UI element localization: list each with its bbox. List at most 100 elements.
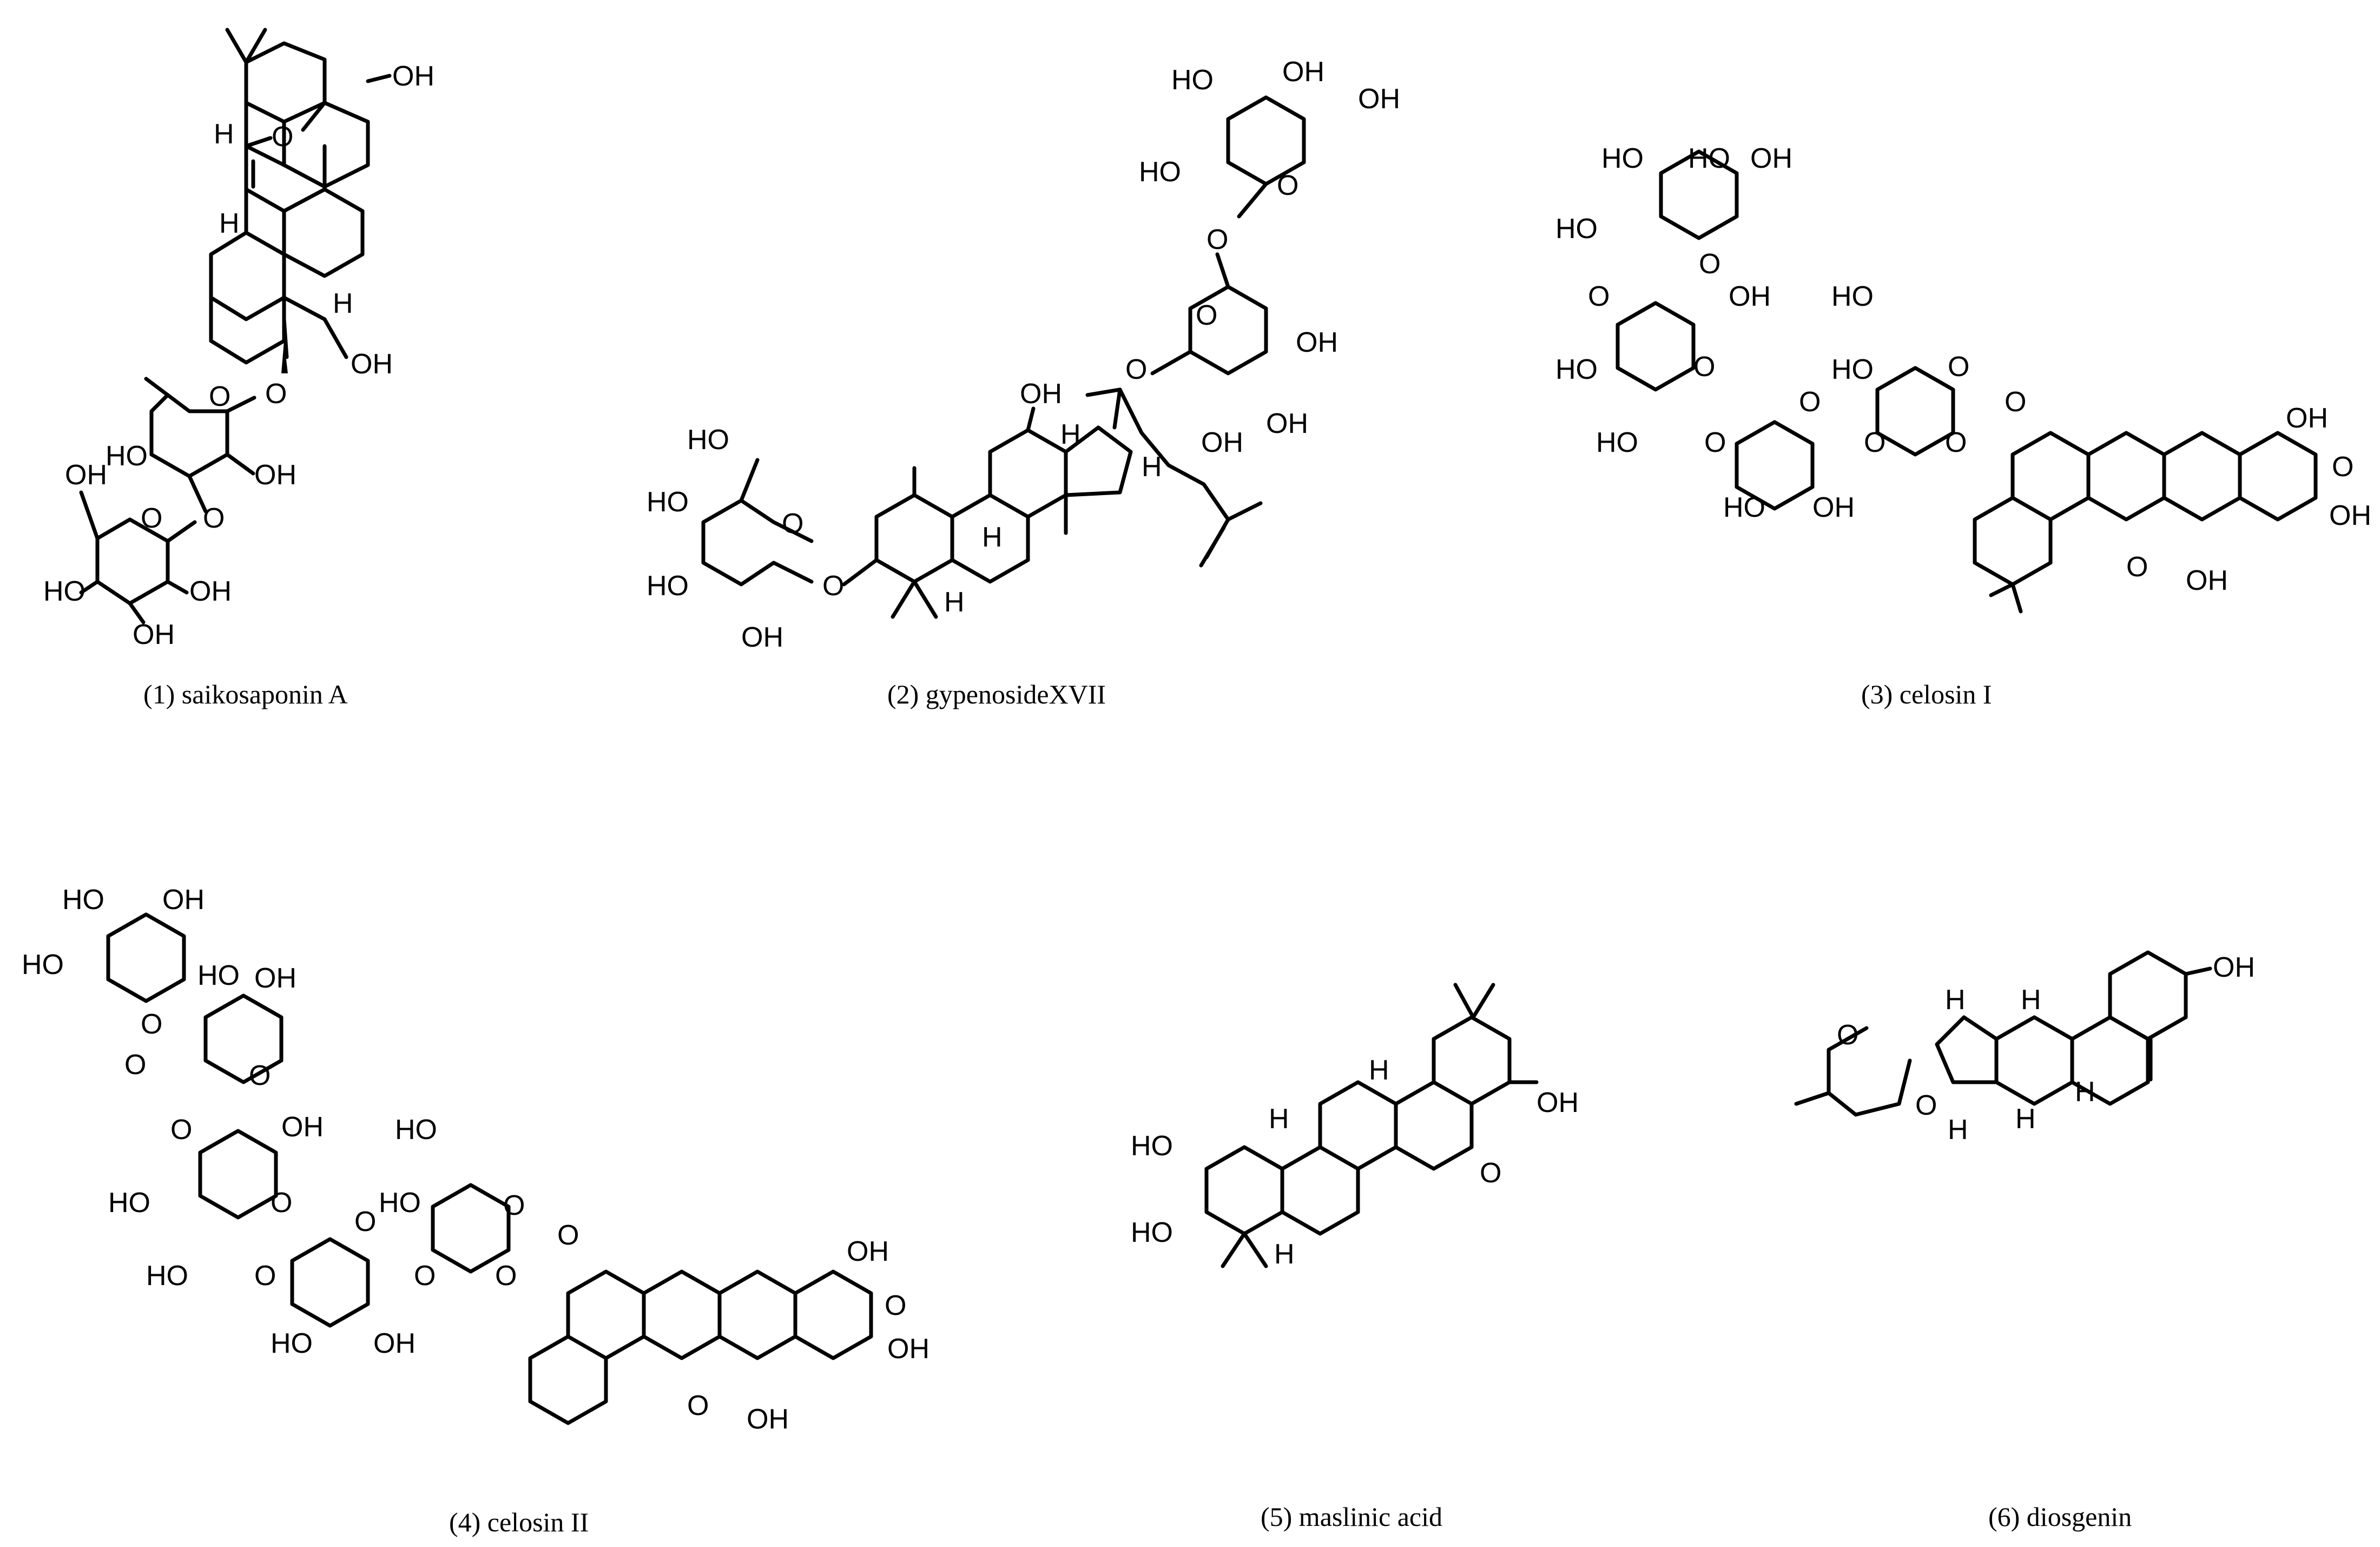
ester-oxygen-label: O [495, 1260, 517, 1292]
glycosidic-oxygen-label: O [1704, 427, 1726, 458]
hydrogen-label: H [1142, 451, 1162, 483]
ring-oxygen-label: O [1799, 386, 1821, 418]
hydroxyl-label: HO [1555, 213, 1598, 245]
hydroxyl-label: OH [1812, 492, 1855, 523]
ring-oxygen-label: O [271, 1187, 292, 1219]
hydroxyl-label: OH [2329, 500, 2371, 531]
hydroxyl-label: HO [1139, 156, 1181, 188]
glycosidic-oxygen-label: O [254, 1260, 276, 1292]
hydroxyl-label: HO [1723, 492, 1765, 523]
hydrogen-label: H [1060, 419, 1081, 450]
hydroxyl-label: HO [1131, 1130, 1173, 1162]
carbonyl-oxygen-label: O [557, 1220, 579, 1251]
ring-oxygen-label: O [354, 1206, 376, 1237]
structure-maslinic-acid: OH O HO HO H H H [1131, 983, 1579, 1270]
hydrogen-label: H [1945, 984, 1966, 1016]
hydrogen-label: H [982, 522, 1003, 553]
hydroxyl-label: HO [1688, 143, 1730, 174]
hydroxyl-label: HO [1596, 427, 1638, 458]
hydroxyl-label: OH [2186, 565, 2228, 596]
hydroxyl-label: OH [1358, 83, 1400, 115]
hydroxyl-label: HO [647, 570, 689, 602]
hydroxyl-label: OH [1296, 327, 1338, 358]
glycosidic-oxygen-label: O [1588, 281, 1610, 312]
ring-oxygen-label: O [141, 503, 162, 534]
hydrogen-label: H [2075, 1076, 2095, 1108]
hydroxyl-label: OH [1020, 378, 1062, 410]
hydroxyl-label: OH [254, 459, 296, 491]
glycosidic-oxygen-label: O [414, 1260, 436, 1292]
hydrogen-label: H [219, 208, 240, 239]
glycosidic-oxygen-label: O [1864, 427, 1885, 458]
caption-gypenoside-xvii: (2) gypenosideXVII [887, 679, 1106, 709]
carbonyl-oxygen-label: O [2126, 551, 2148, 583]
carbonyl-oxygen-label: O [2005, 386, 2026, 418]
hydroxyl-label: OH [392, 61, 434, 92]
hydroxyl-label: OH [847, 1236, 889, 1267]
hydroxyl-label: HO [1601, 143, 1644, 174]
ring-oxygen-label: O [1915, 1090, 1937, 1121]
hydroxyl-label: HO [1555, 354, 1598, 385]
hydrogen-label: H [2021, 984, 2041, 1016]
hydroxyl-label: HO [108, 1187, 150, 1219]
hydroxyl-label: HO [647, 486, 689, 518]
hydroxyl-label: OH [2286, 403, 2328, 434]
hydroxyl-label: OH [133, 619, 175, 650]
hydroxyl-label: OH [741, 622, 783, 653]
hydrogen-label: H [333, 288, 353, 319]
glycosidic-oxygen-label: O [822, 570, 844, 602]
hydroxyl-label: HO [1831, 281, 1874, 312]
ring-oxygen-label: O [503, 1190, 525, 1221]
carbonyl-oxygen-label: O [2332, 451, 2353, 483]
glycosidic-oxygen-label: O [1207, 224, 1228, 255]
ring-oxygen-label: O [1196, 300, 1217, 331]
hydroxyl-label: HO [22, 949, 64, 980]
caption-diosgenin: (6) diosgenin [1988, 1502, 2132, 1532]
structure-gypenoside-xvii: OH H H H H O O O HO HO HO OH O OH OH OH … [647, 56, 1400, 653]
caption-celosin-ii: (4) celosin II [449, 1507, 589, 1537]
hydroxyl-label: OH [1729, 281, 1771, 312]
ring-oxygen-label: O [782, 508, 803, 539]
hydroxyl-label: HO [62, 884, 104, 916]
hydroxyl-label: HO [1831, 354, 1874, 385]
hydroxyl-label: OH [1201, 427, 1243, 458]
hydroxyl-label: HO [106, 440, 148, 472]
hydroxyl-label: HO [1171, 64, 1214, 96]
bridge-oxygen-label: O [272, 121, 293, 153]
structure-celosin-i: O HO HO OH HO O O OH HO HO O O HO OH O O… [1555, 143, 2371, 614]
hydroxyl-label: OH [351, 348, 393, 380]
hydroxyl-label: OH [281, 1111, 324, 1143]
caption-celosin-i: (3) celosin I [1861, 679, 1992, 709]
ring-oxygen-label: O [1277, 170, 1298, 201]
ring-oxygen-label: O [1837, 1019, 1858, 1051]
hydroxyl-label: HO [687, 424, 729, 456]
structure-saikosaponin-a: O OH OH H H H O O OH HO O O OH HO OH OH [43, 28, 434, 650]
hydroxyl-label: OH [254, 963, 296, 994]
hydroxyl-label: HO [395, 1114, 437, 1146]
ether-oxygen-label: O [1125, 354, 1147, 385]
hydroxyl-label: OH [162, 884, 205, 916]
hydrogen-label: H [944, 587, 965, 618]
hydroxyl-label: OH [1266, 408, 1308, 439]
carbonyl-oxygen-label: O [687, 1390, 709, 1421]
hydroxyl-label: HO [379, 1187, 421, 1219]
hydroxyl-label: HO [197, 960, 240, 991]
caption-maslinic-acid: (5) maslinic acid [1261, 1502, 1442, 1532]
structure-diosgenin: OH O O H H H H H [1794, 950, 2255, 1146]
hydroxyl-label: HO [146, 1260, 188, 1292]
hydroxyl-label: HO [271, 1328, 313, 1359]
hydrogen-label: H [1274, 1239, 1295, 1270]
glycosidic-oxygen-label: O [170, 1114, 192, 1146]
ring-oxygen-label: O [1699, 248, 1720, 280]
hydrogen-label: H [1948, 1114, 1968, 1146]
hydroxyl-label: OH [65, 459, 107, 491]
hydroxyl-label: OH [189, 576, 232, 607]
carbonyl-oxygen-label: O [1480, 1157, 1501, 1189]
glycosidic-oxygen-label: O [124, 1049, 146, 1081]
ring-oxygen-label: O [209, 381, 230, 412]
caption-saikosaponin-a: (1) saikosaponin A [143, 679, 348, 709]
hydrogen-label: H [214, 119, 234, 150]
hydroxyl-label: HO [1131, 1217, 1173, 1248]
structure-celosin-ii: HO OH HO O HO OH O O O OH O HO HO O O HO… [22, 884, 929, 1435]
